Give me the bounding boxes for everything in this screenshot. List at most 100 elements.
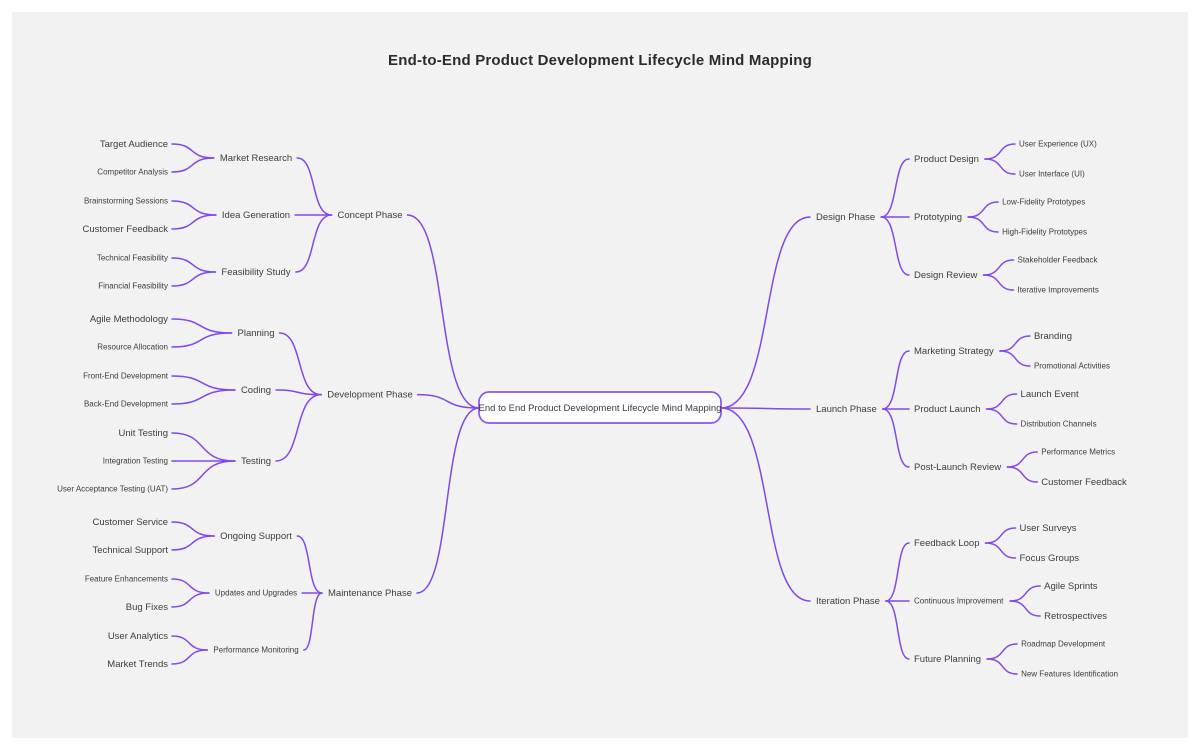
branch-link	[1009, 600, 1041, 617]
leaf-label: New Features Identification	[1021, 670, 1118, 679]
subtopic-label: Feedback Loop	[914, 538, 980, 549]
branch-link	[720, 407, 811, 410]
phase-label: Iteration Phase	[816, 596, 880, 607]
phase-label: Concept Phase	[338, 210, 403, 221]
leaf-label: Competitor Analysis	[97, 168, 168, 177]
subtopic-label: Testing	[241, 456, 271, 467]
subtopic-label: Updates and Upgrades	[215, 589, 297, 598]
branch-link	[967, 201, 999, 218]
branch-link	[171, 649, 209, 665]
phase-label: Design Phase	[816, 212, 875, 223]
branch-link	[885, 542, 910, 602]
branch-link	[1006, 466, 1039, 483]
branch-link	[1006, 451, 1039, 468]
subtopic-label: Prototyping	[914, 212, 962, 223]
subtopic-label: Product Launch	[914, 404, 981, 415]
leaf-label: Customer Feedback	[82, 224, 168, 235]
leaf-label: Target Audience	[100, 139, 168, 150]
subtopic-label: Feasibility Study	[221, 267, 290, 278]
leaf-label: User Acceptance Testing (UAT)	[57, 485, 168, 494]
leaf-label: Integration Testing	[103, 457, 168, 466]
leaf-label: Branding	[1034, 331, 1072, 342]
branch-link	[985, 393, 1018, 410]
leaf-label: Launch Event	[1021, 389, 1079, 400]
branch-link	[171, 257, 217, 273]
branch-link	[406, 214, 480, 409]
branch-link	[171, 375, 236, 391]
leaf-label: User Surveys	[1020, 523, 1077, 534]
branch-link	[171, 200, 217, 216]
branch-link	[417, 393, 480, 409]
branch-link	[986, 643, 1018, 660]
branch-link	[982, 274, 1015, 291]
branch-link	[986, 658, 1018, 675]
branch-link	[984, 143, 1016, 160]
leaf-label: Back-End Development	[84, 400, 169, 409]
leaf-label: Customer Feedback	[1041, 477, 1127, 488]
branch-link	[880, 216, 910, 276]
leaf-label: Agile Sprints	[1044, 581, 1098, 592]
branch-link	[171, 432, 236, 462]
subtopic-label: Design Review	[914, 270, 977, 281]
leaf-label: Bug Fixes	[126, 602, 168, 613]
branch-link	[171, 578, 210, 594]
leaf-label: Market Trends	[107, 659, 168, 670]
branch-link	[171, 535, 215, 551]
branch-link	[882, 408, 910, 468]
branch-link	[882, 350, 910, 410]
branch-link	[171, 318, 233, 334]
subtopic-label: Planning	[238, 328, 275, 339]
leaf-label: Stakeholder Feedback	[1017, 256, 1098, 265]
subtopic-label: Product Design	[914, 154, 979, 165]
leaf-label: Roadmap Development	[1021, 640, 1106, 649]
leaf-label: Distribution Channels	[1021, 420, 1097, 429]
phase-label: Development Phase	[327, 390, 413, 401]
leaf-label: High-Fidelity Prototypes	[1002, 228, 1087, 237]
leaf-label: Resource Allocation	[97, 343, 168, 352]
phase-label: Maintenance Phase	[328, 588, 412, 599]
subtopic-label: Ongoing Support	[220, 531, 292, 542]
branch-link	[720, 216, 811, 409]
subtopic-label: Continuous Improvement	[914, 597, 1004, 606]
leaf-label: Financial Feasibility	[98, 282, 168, 291]
branch-link	[278, 332, 322, 396]
leaf-label: Unit Testing	[119, 428, 168, 439]
branch-link	[885, 600, 910, 660]
branch-link	[296, 157, 333, 216]
branch-link	[171, 635, 209, 651]
root-node-label: End to End Product Development Lifecycle…	[479, 403, 722, 414]
leaf-label: Front-End Development	[83, 372, 169, 381]
branch-link	[275, 389, 322, 396]
branch-link	[999, 350, 1031, 367]
phase-label: Launch Phase	[816, 404, 877, 415]
branch-link	[171, 214, 217, 230]
branch-link	[296, 535, 323, 594]
branch-link	[985, 408, 1018, 425]
branch-link	[302, 592, 323, 651]
root-node-group: End to End Product Development Lifecycle…	[478, 391, 722, 424]
branch-labels: Concept Phase Market Research Target Audie…	[57, 139, 1127, 679]
branch-link	[171, 157, 215, 173]
branch-link	[171, 460, 236, 490]
leaf-label: Retrospectives	[1044, 611, 1107, 622]
branch-link	[171, 143, 215, 159]
subtopic-label: Market Research	[220, 153, 292, 164]
branch-link	[171, 389, 236, 405]
subtopic-label: Performance Monitoring	[213, 646, 298, 655]
leaf-label: Customer Service	[93, 517, 169, 528]
branch-link	[720, 407, 811, 602]
leaf-label: Focus Groups	[1020, 553, 1080, 564]
leaf-label: User Analytics	[108, 631, 168, 642]
leaf-label: Feature Enhancements	[85, 575, 168, 584]
leaf-label: Low-Fidelity Prototypes	[1002, 198, 1085, 207]
leaf-label: Technical Feasibility	[97, 254, 168, 263]
subtopic-label: Coding	[241, 385, 271, 396]
leaf-label: User Experience (UX)	[1019, 140, 1097, 149]
leaf-label: User Interface (UI)	[1019, 170, 1085, 179]
branch-link	[1009, 585, 1041, 602]
branch-link	[171, 521, 215, 537]
branch-link	[295, 214, 333, 273]
leaf-label: Agile Methodology	[90, 314, 168, 325]
